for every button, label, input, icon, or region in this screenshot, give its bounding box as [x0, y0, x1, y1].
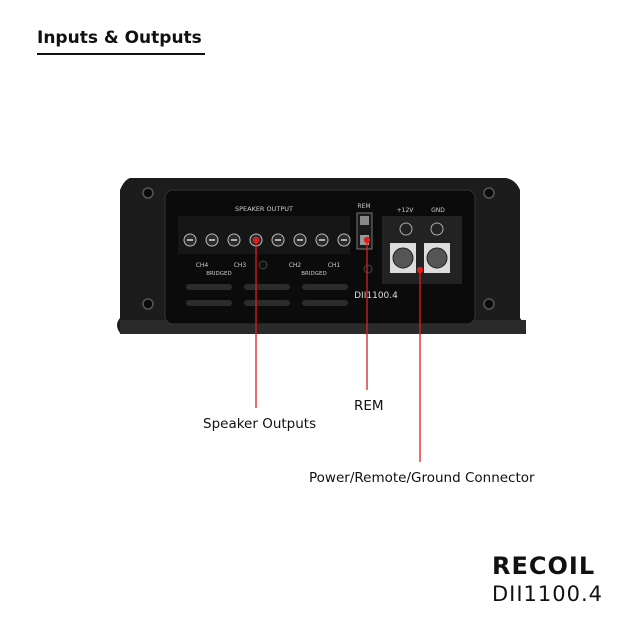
page-title: Inputs & Outputs — [37, 28, 202, 48]
rem-callout: REM — [354, 398, 384, 414]
amp-model-plate: DII1100.4 — [354, 291, 398, 301]
channel-label-ch2: CH2 — [289, 262, 302, 269]
power-callout: Power/Remote/Ground Connector — [309, 470, 535, 486]
power-terminal-label: +12V — [397, 207, 415, 214]
model-number: DII1100.4 — [492, 582, 604, 606]
bridged-label-left: BRIDGED — [206, 271, 231, 277]
channel-label-ch3: CH3 — [234, 262, 247, 269]
channel-label-ch1: CH1 — [328, 262, 341, 269]
speaker-outputs-callout: Speaker Outputs — [203, 416, 317, 432]
panel-heading: SPEAKER OUTPUT — [235, 205, 293, 213]
bridged-label-right: BRIDGED — [301, 271, 326, 277]
title-underline — [37, 53, 205, 55]
ground-terminal-label: GND — [431, 207, 445, 214]
channel-label-ch4: CH4 — [196, 262, 209, 269]
brand-logo: RECOIL — [492, 552, 596, 580]
rem-terminal-label: REM — [357, 203, 370, 210]
